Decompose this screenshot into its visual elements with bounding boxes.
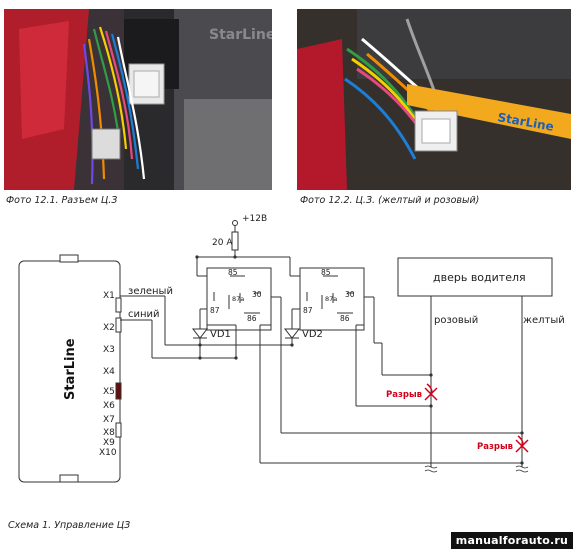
- wiring-diagram: +12В 20 А X1 X2 X3 X4 X5 X6 X7 X8 X9 X10…: [8, 214, 565, 531]
- relay1-pin87a: 87a: [232, 295, 244, 303]
- photo-connector-image: StarLine: [4, 9, 272, 190]
- connector-x6: X6: [103, 401, 115, 411]
- relay2-pin30: 30: [345, 290, 355, 299]
- driver-door-box: [397, 257, 553, 297]
- connector-x1: X1: [103, 291, 115, 301]
- relay1-pin86: 86: [247, 314, 257, 323]
- connector-x9: X9: [103, 438, 115, 448]
- power-label: +12В: [242, 214, 267, 224]
- unit-brand-logo: StarLine: [63, 338, 78, 400]
- break-label-2: Разрыв: [477, 442, 513, 452]
- photo-wires: StarLine: [297, 9, 571, 190]
- connector-x10: X10: [99, 448, 117, 458]
- photo-wires-image: StarLine: [297, 9, 571, 190]
- relay2-pin87a: 87a: [325, 295, 337, 303]
- photo2-caption: Фото 12.2. Ц.З. (желтый и розовый): [300, 195, 480, 206]
- relay2-pin85: 85: [321, 268, 331, 277]
- connector-x8: X8: [103, 428, 115, 438]
- relay1-pin87: 87: [210, 306, 220, 315]
- wire-yellow-label: желтый: [523, 315, 565, 326]
- relay2-pin87: 87: [303, 306, 313, 315]
- photo-connector: StarLine: [4, 9, 272, 190]
- relay1-pin85: 85: [228, 268, 238, 277]
- connector-x4: X4: [103, 367, 115, 377]
- diode-vd2-label: VD2: [302, 329, 323, 340]
- relay-1: [206, 267, 272, 331]
- connector-x3: X3: [103, 345, 115, 355]
- relay1-pin30: 30: [252, 290, 262, 299]
- connector-x5: X5: [103, 387, 115, 397]
- site-watermark: manualforauto.ru: [450, 532, 573, 549]
- schematic-caption: Схема 1. Управление ЦЗ: [8, 520, 130, 531]
- photo1-watermark: StarLine: [209, 27, 272, 43]
- fuse-label: 20 А: [212, 238, 233, 248]
- wire-blue-label: синий: [128, 309, 160, 320]
- break-label-1: Разрыв: [386, 390, 422, 400]
- connector-x2: X2: [103, 323, 115, 333]
- relay-2: [299, 267, 365, 331]
- wire-pink-label: розовый: [434, 315, 478, 326]
- photo1-caption: Фото 12.1. Разъем Ц.З: [6, 195, 118, 206]
- driver-door-label: дверь водителя: [433, 271, 526, 284]
- diode-vd1-label: VD1: [210, 329, 231, 340]
- wire-green-label: зеленый: [128, 286, 173, 297]
- relay2-pin86: 86: [340, 314, 350, 323]
- connector-x7: X7: [103, 415, 115, 425]
